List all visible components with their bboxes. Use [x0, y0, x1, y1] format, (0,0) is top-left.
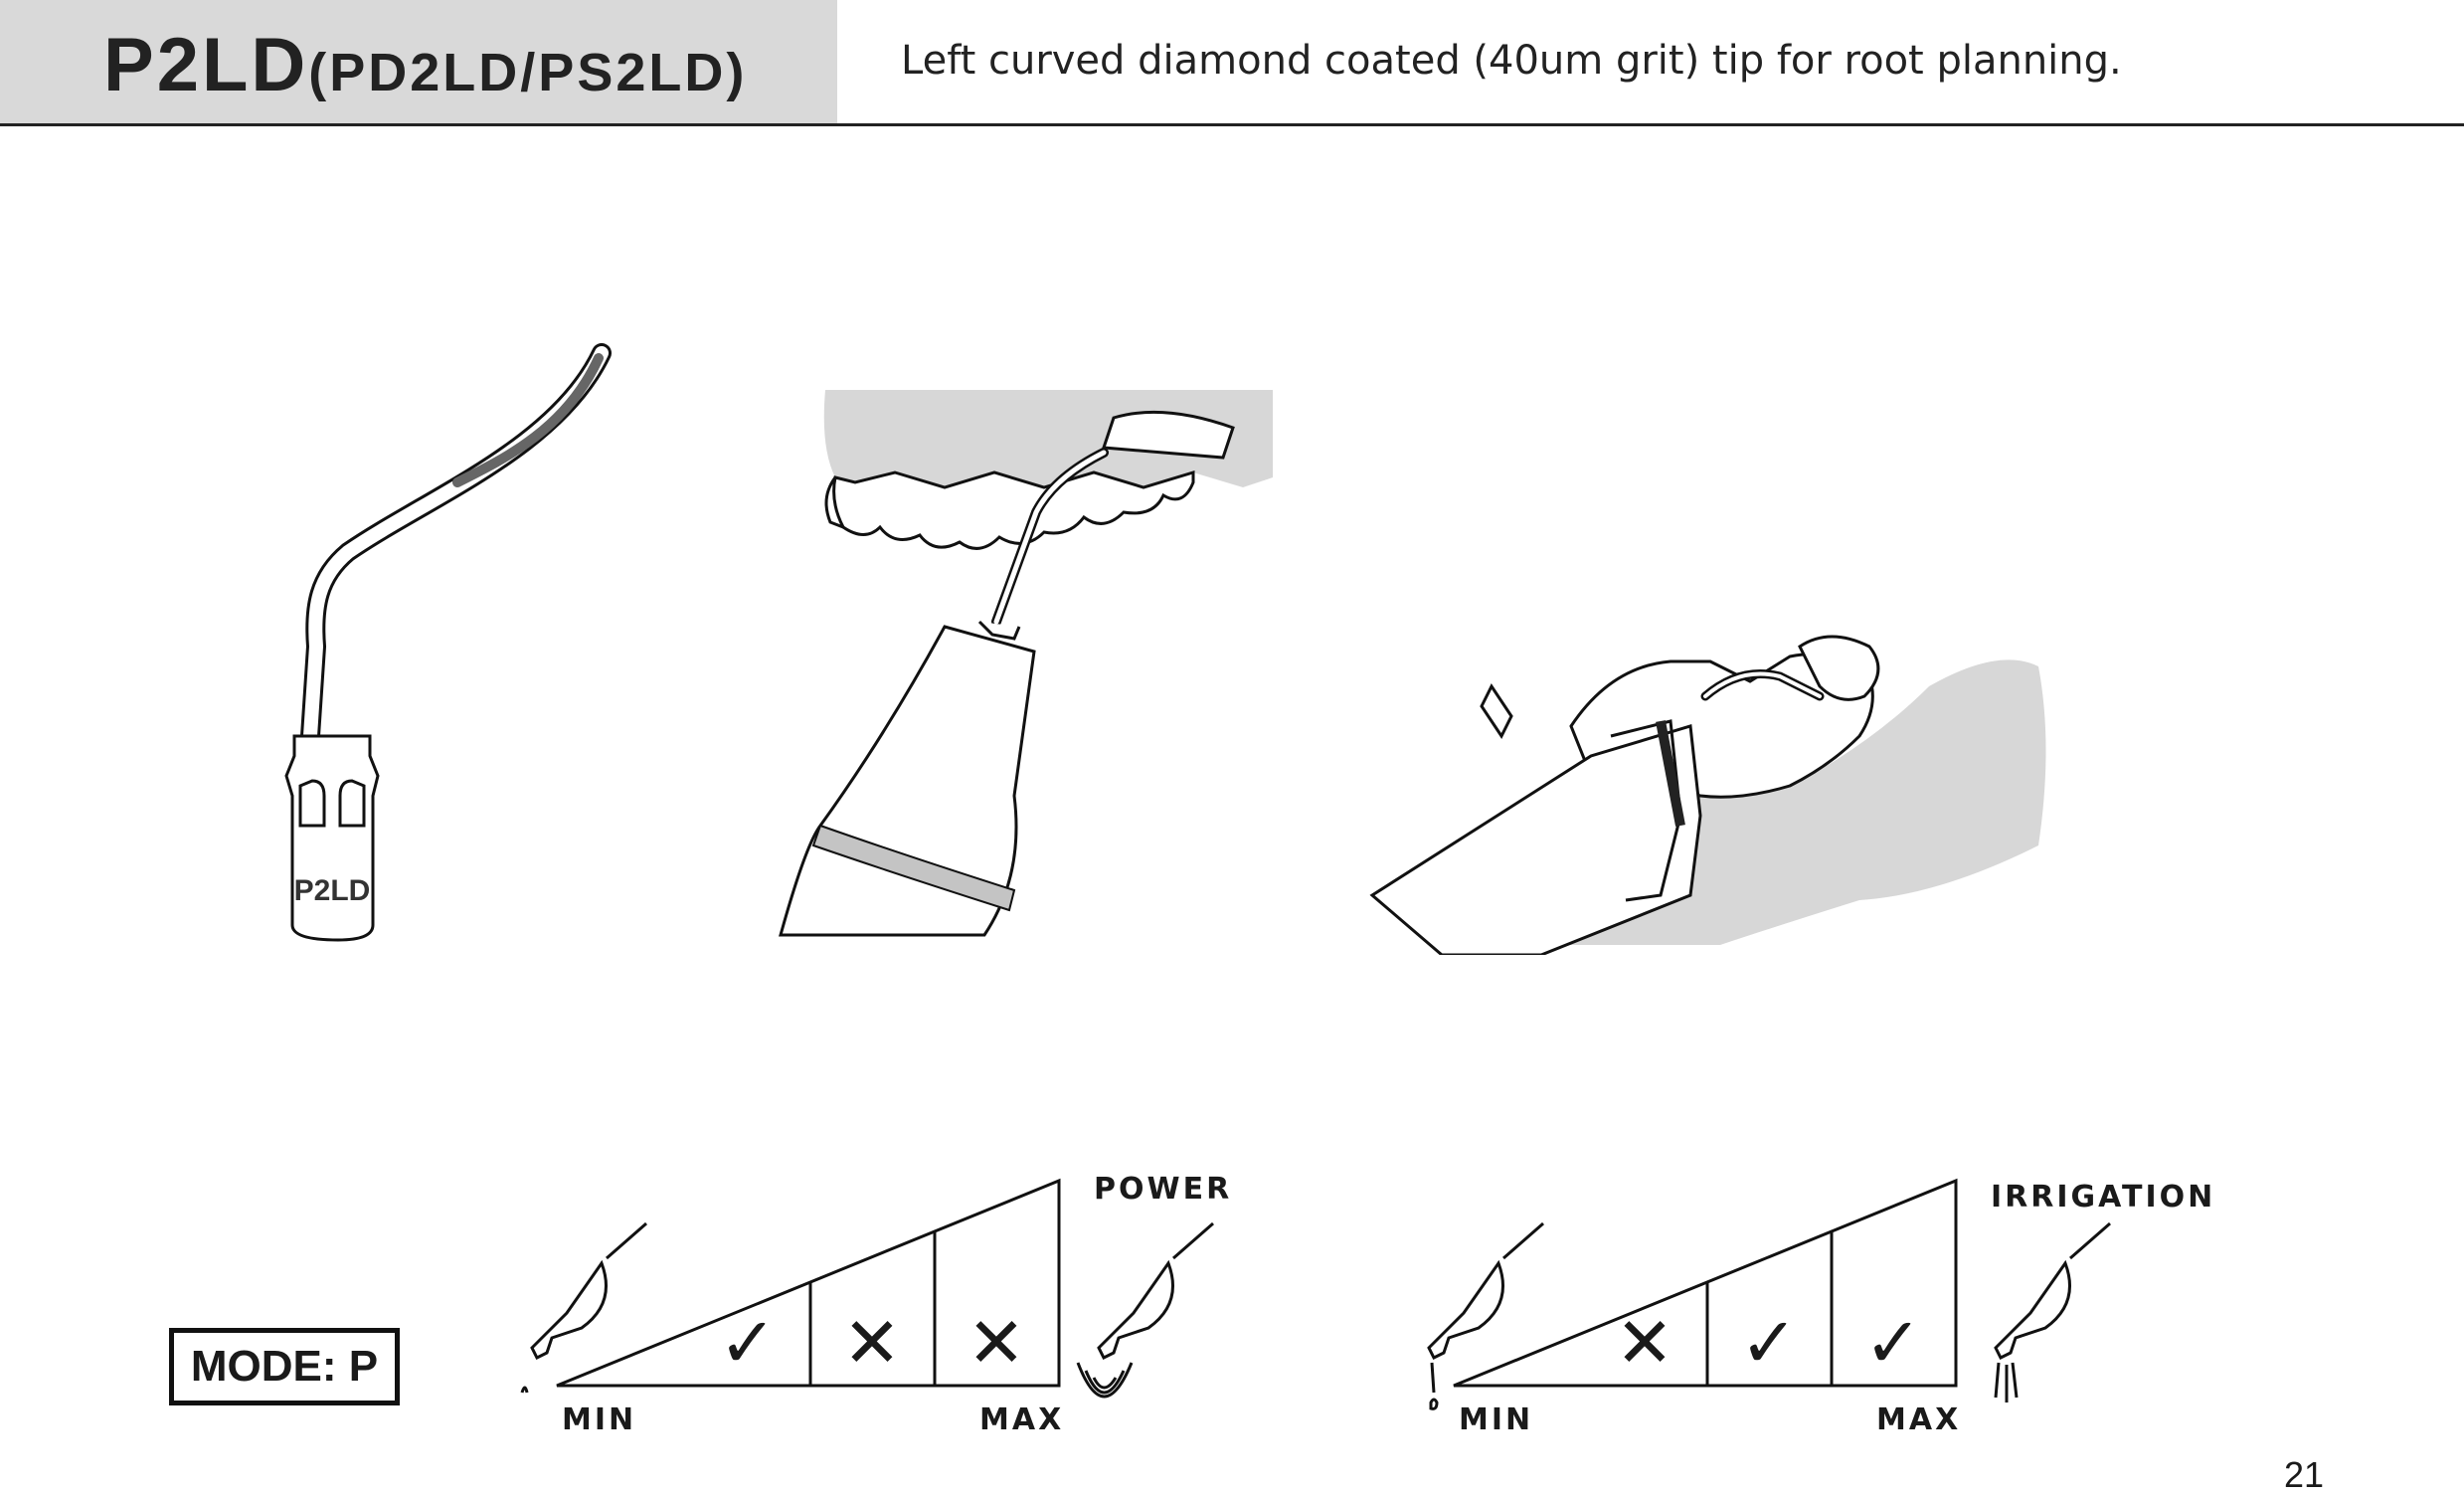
irrigation-min-label: MIN [1459, 1402, 1534, 1437]
lower-arch-illustration [1369, 635, 2046, 955]
model-alternates: (PD2LD/PS2LD) [308, 43, 748, 102]
irrigation-max-label: MAX [1876, 1402, 1962, 1437]
irrigation-gauge-graphic [1427, 1178, 2111, 1410]
model-name: P2LD [103, 23, 309, 107]
power-gauge-graphic [520, 1178, 1214, 1399]
power-setting-high: ✕ [967, 1302, 1026, 1384]
model-title: P2LD(PD2LD/PS2LD) [103, 22, 747, 108]
power-setting-low: ✓ [718, 1302, 778, 1384]
irrigation-setting-low: ✕ [1615, 1302, 1674, 1384]
tip-illustration: P2LD [284, 343, 612, 942]
irrigation-setting-mid: ✓ [1739, 1302, 1799, 1384]
power-max-label: MAX [979, 1402, 1065, 1437]
high-irrigation-handpiece-icon [1994, 1221, 2111, 1402]
power-setting-mid: ✕ [842, 1302, 902, 1384]
tip-engraving: P2LD [294, 874, 371, 907]
power-title: POWER [1094, 1172, 1233, 1207]
low-power-handpiece-icon [520, 1221, 647, 1394]
mode-label: MODE: P [190, 1342, 379, 1391]
high-power-handpiece-icon [1076, 1221, 1214, 1399]
irrigation-setting-high: ✓ [1863, 1302, 1923, 1384]
low-irrigation-handpiece-icon [1427, 1221, 1544, 1410]
power-min-label: MIN [562, 1402, 637, 1437]
power-gauge: ✓ ✕ ✕ POWER MIN MAX [507, 1154, 1243, 1452]
header-divider [0, 123, 2464, 126]
irrigation-gauge: ✕ ✓ ✓ IRRIGATION MIN MAX [1404, 1154, 2219, 1452]
tip-description: Left curved diamond coated (40um grit) t… [901, 38, 2122, 84]
mode-badge: MODE: P [169, 1328, 400, 1405]
page-number: 21 [2284, 1454, 2325, 1495]
header-title-box [0, 0, 837, 123]
upper-arch-illustration [779, 390, 1273, 937]
irrigation-title: IRRIGATION [1991, 1180, 2216, 1215]
